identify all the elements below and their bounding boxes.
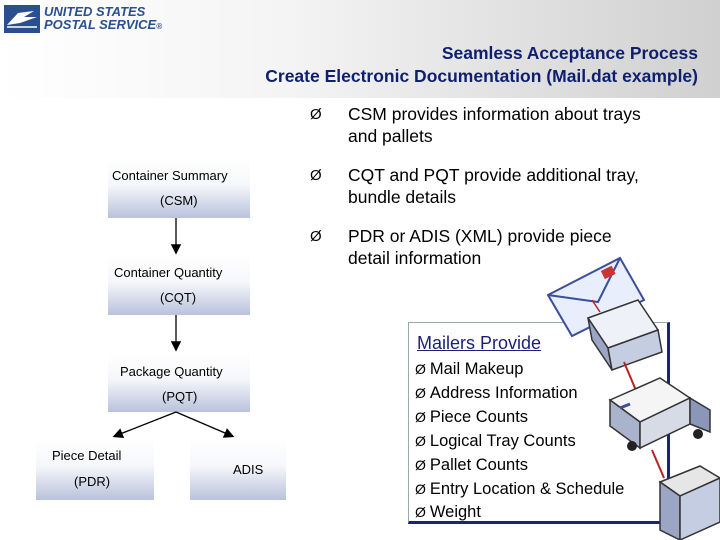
truck-icon [610, 378, 710, 451]
arrow-bullet-icon: Ø [415, 385, 426, 401]
bullet-text: PDR or ADIS (XML) provide piece [348, 225, 612, 247]
arrow-bullet-icon: Ø [415, 504, 426, 520]
mail-illustrations [540, 250, 720, 540]
list-item-text: Pallet Counts [430, 456, 528, 474]
arrow-bullet-icon: Ø [310, 225, 348, 269]
pallet-icon [660, 466, 720, 540]
arrow-bullet-icon: Ø [310, 103, 348, 147]
bullet-text: CSM provides information about trays [348, 103, 641, 125]
arrow-bullet-icon: Ø [415, 409, 426, 425]
connector-line [652, 450, 664, 478]
bullet-cqt-pqt: Ø CQT and PQT provide additional tray,bu… [310, 164, 639, 208]
arrow-bullet-icon: Ø [415, 457, 426, 473]
arrow-pqt-to-adis [176, 412, 232, 436]
mailers-title: Mailers Provide [417, 333, 541, 354]
arrow-bullet-icon: Ø [415, 481, 426, 497]
bullet-text: bundle details [348, 186, 639, 208]
arrow-bullet-icon: Ø [415, 361, 426, 377]
arrow-pqt-to-pdr [115, 412, 176, 436]
arrow-bullet-icon: Ø [310, 164, 348, 208]
list-item-text: Weight [430, 503, 481, 521]
list-item-text: Piece Counts [430, 408, 528, 426]
arrow-bullet-icon: Ø [415, 433, 426, 449]
list-item-text: Mail Makeup [430, 360, 524, 378]
bullet-text: CQT and PQT provide additional tray, [348, 164, 639, 186]
bullet-text: and pallets [348, 125, 641, 147]
